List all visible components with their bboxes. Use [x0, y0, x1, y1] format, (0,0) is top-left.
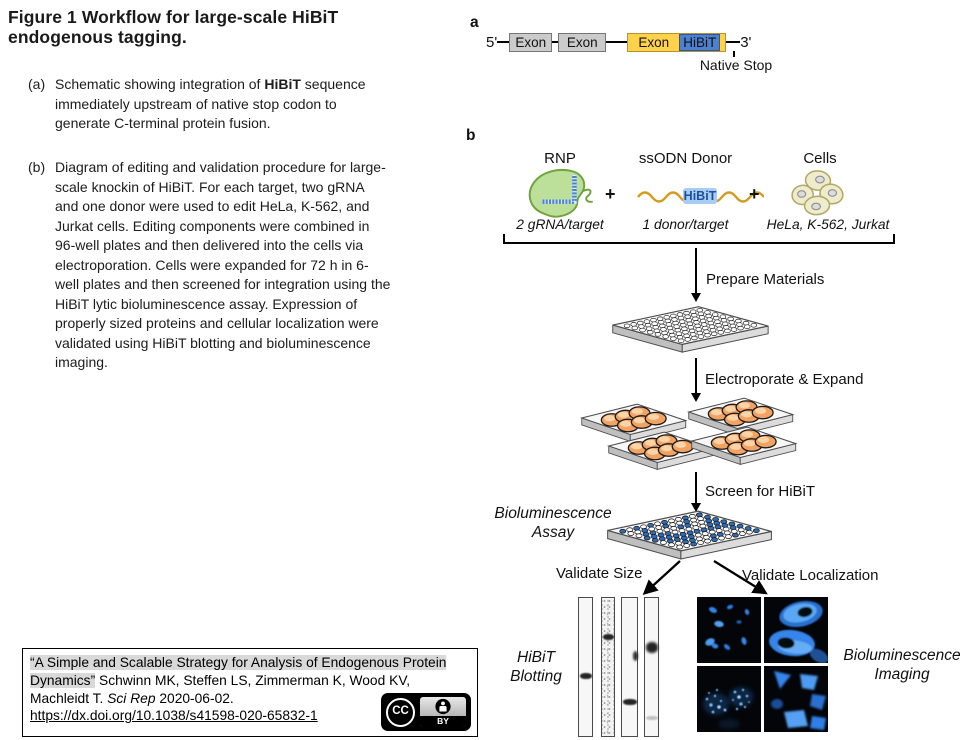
bioluminescence-assay-label: Bioluminescence Assay [488, 504, 618, 542]
gene-line [606, 40, 628, 44]
citation-authors-1: Schwinn MK, Steffen LS, Zimmerman K, Woo… [95, 672, 411, 688]
gel-smudge [633, 651, 638, 661]
arrow-electroporate [691, 358, 701, 402]
bioluminescence-imaging-label: Bioluminescence Imaging [836, 646, 968, 684]
6-well-plate-icon [579, 403, 688, 443]
native-stop-label: Native Stop [699, 57, 773, 73]
step-screen-hibit: Screen for HiBiT [705, 483, 816, 500]
imaging-speckle-panel [697, 666, 761, 732]
exon-box-1: Exon [509, 32, 553, 52]
blot-label-line1: HiBiT [517, 649, 555, 666]
assay-plate-icon [607, 510, 772, 560]
hibit-tag: HiBiT [683, 188, 717, 204]
exon-box-2: Exon [558, 32, 607, 52]
rnp-sublabel: 2 gRNA/target [516, 217, 604, 232]
gene-schematic: 5' Exon Exon Exon HiBiT 3' [486, 32, 751, 52]
cc-by-license-badge: CC BY [381, 693, 471, 731]
gel-band [645, 716, 658, 720]
plus-sign-2: + [749, 184, 760, 204]
assay-label-line1: Bioluminescence [494, 505, 612, 522]
validate-localization-label: Validate Localization [742, 567, 879, 584]
gel-lane [644, 597, 659, 737]
imaging-cytoplasm-panel [764, 597, 828, 663]
native-stop-tick [733, 51, 735, 57]
6-well-plate-icon [606, 431, 715, 471]
bioluminescence-images [697, 597, 828, 732]
caption-item-b: (b) Diagram of editing and validation pr… [28, 158, 391, 373]
6-well-plate-icon [689, 426, 798, 466]
cc-icon: CC [386, 697, 415, 727]
caption-item-b-text: Diagram of editing and validation proced… [55, 159, 391, 370]
cc-by-label: BY [420, 716, 466, 727]
step-electroporate-expand: Electroporate & Expand [705, 371, 864, 388]
hibit-insert-box: HiBiT [679, 33, 721, 51]
rnp-title: RNP [544, 150, 576, 167]
cells-sublabel: HeLa, K-562, Jurkat [766, 217, 890, 232]
caption-item-b-label: (b) [28, 159, 46, 175]
doi-link[interactable]: https://dx.doi.org/10.1038/s41598-020-65… [30, 708, 318, 724]
citation-journal: Sci Rep [107, 690, 156, 706]
gel-band [602, 634, 614, 640]
ssodn-donor-icon: HiBiT [636, 186, 764, 208]
gel-band [622, 699, 637, 705]
donor-sublabel: 1 donor/target [642, 217, 729, 232]
arrow-screen [691, 472, 701, 512]
step-prepare-materials: Prepare Materials [706, 271, 825, 288]
citation-authors-2: Machleidt T. [30, 690, 108, 706]
plus-sign-1: + [605, 184, 616, 204]
96-well-plate-icon [612, 306, 769, 353]
cells-icon [791, 170, 844, 216]
combine-bracket [503, 234, 895, 244]
three-prime-label: 3' [740, 33, 752, 51]
caption-item-a-text: Schematic showing integration of HiBiT s… [55, 75, 391, 134]
panel-a-letter: a [470, 14, 479, 31]
caption-a-bold: HiBiT [264, 76, 301, 92]
five-prime-label: 5' [486, 33, 498, 51]
terminal-exon-box: Exon HiBiT [627, 32, 727, 52]
ssodn-donor-title: ssODN Donor [638, 150, 733, 167]
blot-label-line2: Blotting [510, 668, 562, 685]
caption-item-a: (a) Schematic showing integration of HiB… [28, 75, 391, 134]
cc-attribution-panel: BY [420, 697, 466, 727]
gene-line [497, 40, 510, 44]
imaging-blobs-panel [764, 666, 828, 732]
attribution-person-icon [435, 698, 451, 715]
cells-title: Cells [803, 150, 837, 167]
6-well-plate-icon [686, 397, 795, 437]
gel-lane [578, 597, 593, 737]
gel-lane [621, 597, 638, 737]
validate-size-label: Validate Size [556, 565, 643, 582]
assay-label-line2: Assay [531, 524, 575, 541]
citation-box: “A Simple and Scalable Strategy for Anal… [22, 648, 478, 737]
figure-title: Figure 1 Workflow for large-scale HiBiT … [8, 7, 339, 47]
gel-band [645, 642, 658, 653]
hibit-blotting-label: HiBiT Blotting [498, 648, 574, 686]
imaging-label-line2: Imaging [874, 666, 930, 683]
gel-lane [601, 597, 615, 737]
caption-a-pre: Schematic showing integration of [55, 76, 265, 92]
gel-band [579, 673, 592, 679]
imaging-label-line1: Bioluminescence [843, 647, 961, 664]
post-hibit-sliver [720, 34, 725, 51]
exon-box-3: Exon [638, 34, 670, 50]
panel-b-letter: b [466, 127, 476, 144]
arrow-prepare [691, 248, 701, 302]
caption-item-a-label: (a) [28, 76, 46, 92]
validation-split-arrows [642, 560, 768, 596]
caption-a-post: sequence immediately upstream of native … [55, 76, 366, 131]
cas9-rnp-icon [528, 168, 593, 218]
gene-line [552, 40, 559, 44]
gene-line [726, 40, 741, 44]
imaging-nuclei-panel [697, 597, 761, 663]
hibit-blot-gels [578, 597, 664, 737]
citation-date: 2020-06-02. [155, 690, 234, 706]
